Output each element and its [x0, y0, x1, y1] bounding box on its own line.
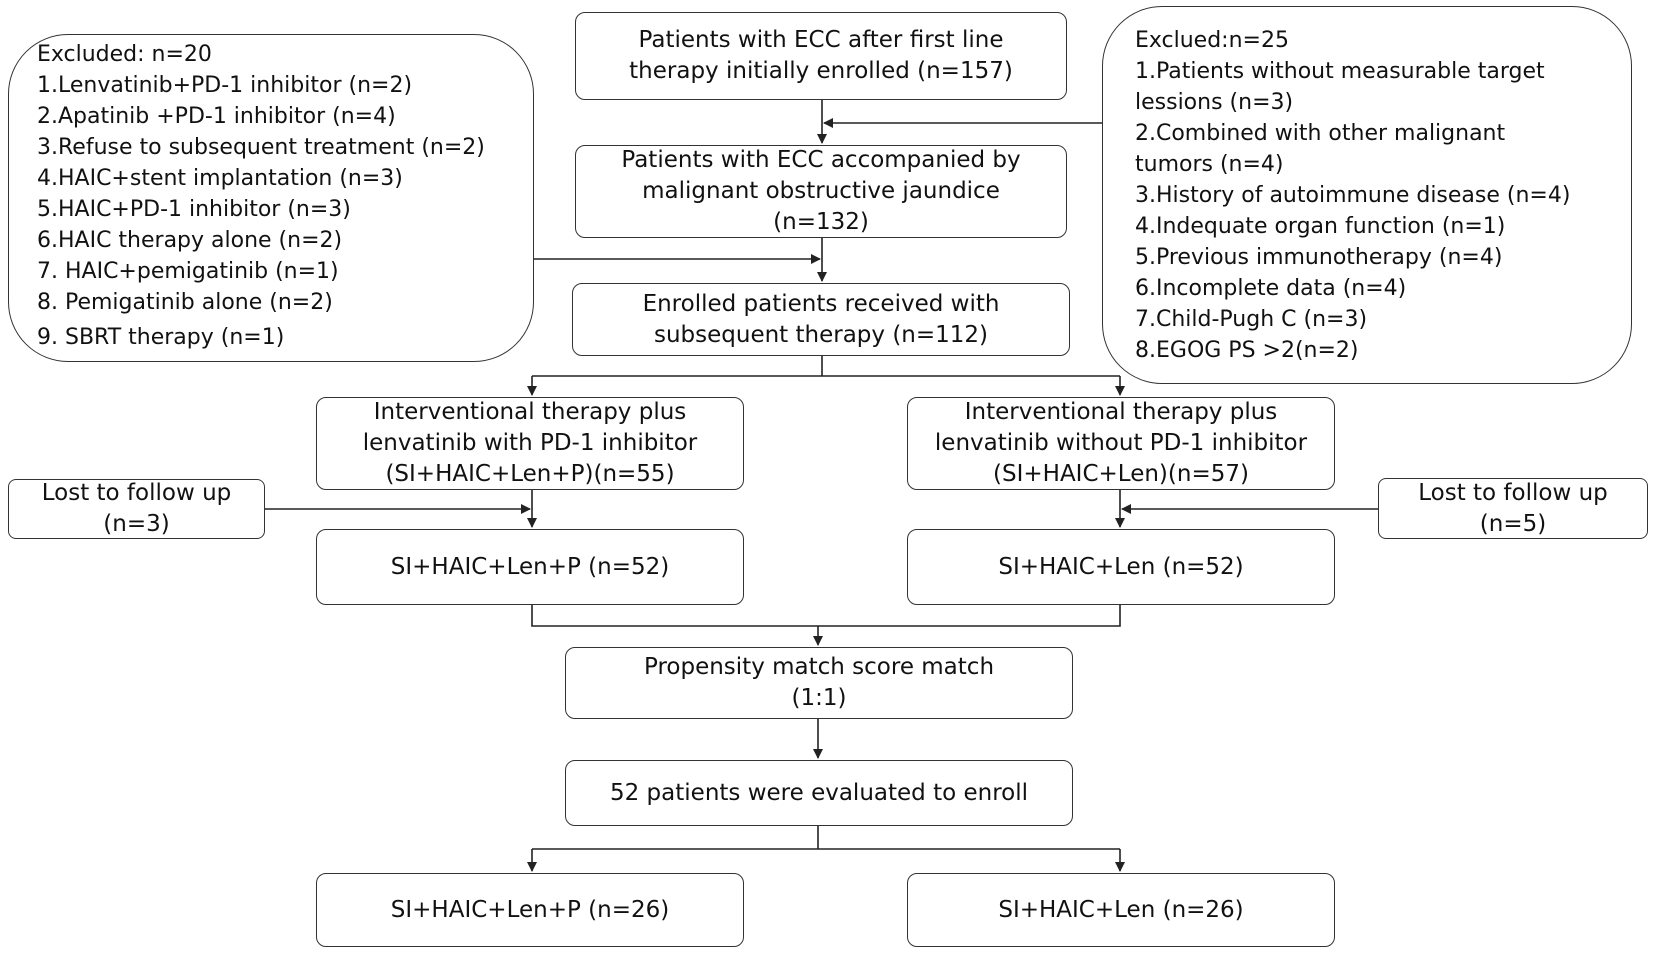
- left-exclusion-title: Excluded: n=20: [37, 42, 212, 67]
- arm-a-line: (SI+HAIC+Len+P)(n=55): [385, 461, 675, 487]
- jaundice-line: Patients with ECC accompanied by: [621, 147, 1021, 173]
- left-exclusion-item: 4.HAIC+stent implantation (n=3): [37, 166, 403, 191]
- right-exclusion-item: 6.Incomplete data (n=4): [1135, 276, 1407, 301]
- psm-line: Propensity match score match: [643, 654, 995, 680]
- lost-b-line: (n=5): [1479, 510, 1547, 537]
- left-exclusion-box: Excluded: n=20 1.Lenvatinib+PD-1 inhibit…: [8, 34, 534, 362]
- split-to-finals: [532, 826, 1120, 850]
- arm-b-line: lenvatinib without PD-1 inhibitor: [934, 430, 1308, 456]
- subsequent-line: subsequent therapy (n=112): [653, 321, 989, 348]
- jaundice-line: (n=132): [773, 209, 869, 235]
- left-exclusion-item: 6.HAIC therapy alone (n=2): [37, 228, 343, 253]
- lost-a-line: Lost to follow up: [41, 480, 232, 506]
- arm-a-after-line: SI+HAIC+Len+P (n=52): [390, 553, 670, 580]
- subsequent-line: Enrolled patients received with: [642, 290, 1000, 317]
- initial-line: therapy initially enrolled (n=157): [629, 58, 1013, 84]
- arm-b-line: (SI+HAIC+Len)(n=57): [993, 461, 1249, 487]
- right-exclusion-item: 8.EGOG PS >2(n=2): [1135, 338, 1359, 363]
- left-exclusion-item: 5.HAIC+PD-1 inhibitor (n=3): [37, 197, 351, 222]
- left-exclusion-item: 3.Refuse to subsequent treatment (n=2): [37, 135, 485, 160]
- arm-b-after-line: SI+HAIC+Len (n=52): [998, 553, 1244, 580]
- right-exclusion-item: tumors (n=4): [1135, 152, 1284, 177]
- merge-to-psm: [531, 605, 1121, 627]
- right-exclusion-item: 7.Child-Pugh C (n=3): [1135, 307, 1368, 332]
- right-exclusion-item: 4.Indequate organ function (n=1): [1135, 214, 1506, 239]
- arm-a-line: Interventional therapy plus: [373, 399, 687, 425]
- left-exclusion-item: 7. HAIC+pemigatinib (n=1): [37, 259, 339, 284]
- arm-a-line: lenvatinib with PD-1 inhibitor: [362, 430, 698, 456]
- right-exclusion-box: Exclued:n=25 1.Patients without measurab…: [1102, 6, 1632, 384]
- left-exclusion-item: 2.Apatinib +PD-1 inhibitor (n=4): [37, 104, 396, 129]
- propensity-match-box: Propensity match score match (1:1): [565, 647, 1073, 719]
- arm-b-after-box: SI+HAIC+Len (n=52): [907, 529, 1335, 605]
- arm-a-box: Interventional therapy plus lenvatinib w…: [316, 397, 744, 490]
- arm-b-box: Interventional therapy plus lenvatinib w…: [907, 397, 1335, 490]
- lost-follow-up-b-box: Lost to follow up (n=5): [1378, 478, 1648, 539]
- final-b-box: SI+HAIC+Len (n=26): [907, 873, 1335, 947]
- right-exclusion-item: 5.Previous immunotherapy (n=4): [1135, 245, 1503, 270]
- lost-a-line: (n=3): [103, 511, 170, 537]
- split-to-arms: [532, 356, 1120, 377]
- jaundice-box: Patients with ECC accompanied by maligna…: [575, 145, 1067, 238]
- psm-line: (1:1): [791, 685, 847, 711]
- subsequent-therapy-box: Enrolled patients received with subseque…: [572, 283, 1070, 356]
- right-exclusion-item: 1.Patients without measurable target: [1135, 59, 1545, 84]
- arm-b-line: Interventional therapy plus: [964, 399, 1278, 425]
- right-exclusion-item: lessions (n=3): [1135, 90, 1294, 115]
- jaundice-line: malignant obstructive jaundice: [642, 178, 1000, 204]
- right-exclusion-item: 3.History of autoimmune disease (n=4): [1135, 183, 1571, 208]
- lost-b-line: Lost to follow up: [1418, 479, 1608, 506]
- initial-line: Patients with ECC after first line: [638, 27, 1004, 53]
- evaluated-line: 52 patients were evaluated to enroll: [609, 779, 1029, 806]
- evaluated-box: 52 patients were evaluated to enroll: [565, 760, 1073, 826]
- arm-a-after-box: SI+HAIC+Len+P (n=52): [316, 529, 744, 605]
- left-exclusion-item: 8. Pemigatinib alone (n=2): [37, 290, 333, 315]
- left-exclusion-item: 1.Lenvatinib+PD-1 inhibitor (n=2): [37, 73, 413, 98]
- right-exclusion-title: Exclued:n=25: [1135, 28, 1289, 53]
- right-exclusion-item: 2.Combined with other malignant: [1135, 121, 1506, 146]
- final-b-line: SI+HAIC+Len (n=26): [998, 896, 1244, 923]
- left-exclusion-item: 9. SBRT therapy (n=1): [37, 325, 285, 350]
- final-a-box: SI+HAIC+Len+P (n=26): [316, 873, 744, 947]
- final-a-line: SI+HAIC+Len+P (n=26): [390, 896, 670, 923]
- initial-enrollment-box: Patients with ECC after first line thera…: [575, 12, 1067, 100]
- lost-follow-up-a-box: Lost to follow up (n=3): [8, 479, 265, 539]
